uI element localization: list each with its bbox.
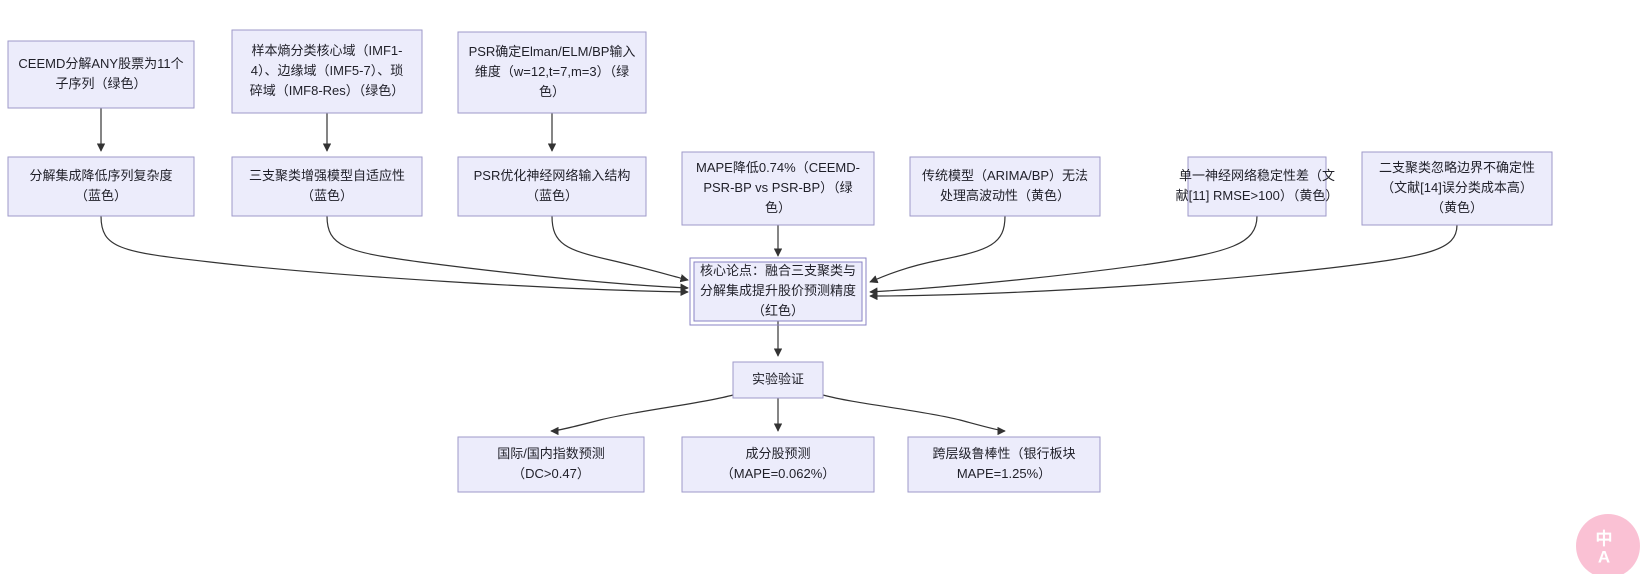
three-way-clustering-adaptive-node-box[interactable] (231, 156, 423, 217)
sample-entropy-node-line: 样本熵分类核心域（IMF1- (252, 43, 403, 58)
core-thesis-node-box[interactable] (693, 261, 863, 322)
watermark: 中 A (1576, 514, 1640, 574)
mape-reduction-node-line: MAPE降低0.74%（CEEMD- (696, 160, 860, 175)
mape-reduction-node-line: 色） (765, 200, 791, 215)
psr-input-dimension-node-line: 色） (539, 84, 565, 99)
edge-adaptive-to-core (326, 215, 689, 292)
watermark-sublabel: A (1598, 547, 1610, 566)
experiment-validation-node-box[interactable] (732, 361, 824, 399)
cross-level-robustness-node-box[interactable] (907, 436, 1101, 493)
two-way-clustering-boundary-node-box[interactable] (1361, 151, 1553, 226)
psr-input-dimension-node-box[interactable] (457, 31, 647, 114)
edge-experiment-to-crosslevel (822, 394, 1006, 436)
core-thesis-node-line: 核心论点：融合三支聚类与 (700, 263, 856, 278)
sample-entropy-node-line: 4）、边缘域（IMF5-7）、琐 (251, 63, 403, 78)
index-forecast-node-box[interactable] (457, 436, 645, 493)
single-network-stability-node-box[interactable] (1187, 156, 1327, 217)
edge-complexity-to-core (100, 215, 689, 297)
watermark-label: 中 (1596, 528, 1613, 548)
three-way-clustering-adaptive-node[interactable]: 三支聚类增强模型自适应性 （蓝色） (231, 156, 423, 217)
edge-experiment-to-index (550, 394, 734, 436)
edge-single-to-core (869, 215, 1258, 296)
ceemd-decompose-node-box[interactable] (7, 40, 195, 109)
mape-reduction-node-line: PSR-BP vs PSR-BP）（绿 (703, 180, 852, 195)
psr-optimize-network-node[interactable]: PSR优化神经网络输入结构 （蓝色） (457, 156, 647, 217)
ceemd-decompose-node-line: 子序列（绿色） (55, 76, 146, 91)
edge-psropt-to-core (551, 215, 689, 283)
sample-entropy-node[interactable]: 样本熵分类核心域（IMF1- 4）、边缘域（IMF5-7）、琐碎域（IMF8-Re… (231, 29, 423, 114)
component-stock-forecast-node-line: （MAPE=0.062%） (721, 466, 836, 481)
index-forecast-node-line: 国际/国内指数预测 (497, 446, 605, 461)
cross-level-robustness-node[interactable]: 跨层级鲁棒性（银行板块 MAPE=1.25%） (907, 436, 1101, 493)
traditional-model-limit-node-line: 传统模型（ARIMA/BP）无法 (922, 168, 1088, 183)
watermark-circle (1576, 514, 1640, 574)
three-way-clustering-adaptive-node-line: （蓝色） (301, 188, 353, 203)
core-thesis-node-line: 分解集成提升股价预测精度 (700, 283, 856, 298)
cross-level-robustness-node-line: MAPE=1.25%） (957, 466, 1051, 481)
psr-optimize-network-node-box[interactable] (457, 156, 647, 217)
psr-input-dimension-node-line: PSR确定Elman/ELM/BP输入 (469, 44, 636, 59)
experiment-validation-node-line: 实验验证 (752, 371, 804, 386)
decomposition-complexity-node-line: 分解集成降低序列复杂度 (29, 168, 172, 183)
component-stock-forecast-node-box[interactable] (681, 436, 875, 493)
two-way-clustering-boundary-node-line: （黄色） (1431, 200, 1483, 215)
decomposition-complexity-node[interactable]: 分解集成降低序列复杂度 （蓝色） (7, 156, 195, 217)
decomposition-complexity-node-line: （蓝色） (75, 188, 127, 203)
psr-optimize-network-node-line: PSR优化神经网络输入结构 (474, 168, 631, 183)
sample-entropy-node-box[interactable] (231, 29, 423, 114)
edges-layer (96, 108, 1458, 436)
mape-reduction-node-box[interactable] (681, 151, 875, 226)
experiment-validation-node[interactable]: 实验验证 (732, 361, 824, 399)
ceemd-decompose-node-line: CEEMD分解ANY股票为11个 (18, 56, 183, 71)
two-way-clustering-boundary-node[interactable]: 二支聚类忽略边界不确定性 （文献[14]误分类成本高） （黄色） (1361, 151, 1553, 226)
index-forecast-node-line: （DC>0.47） (512, 466, 590, 481)
single-network-stability-node[interactable]: 单一神经网络稳定性差（文献[11] RMSE>100）（黄色） (1176, 156, 1339, 217)
mape-reduction-node[interactable]: MAPE降低0.74%（CEEMD- PSR-BP vs PSR-BP）（绿色） (681, 151, 875, 226)
single-network-stability-node-line: 献[11] RMSE>100）（黄色） (1176, 188, 1339, 203)
traditional-model-limit-node-box[interactable] (909, 156, 1101, 217)
psr-optimize-network-node-line: （蓝色） (526, 188, 578, 203)
psr-input-dimension-node-line: 维度（w=12,t=7,m=3）（绿 (475, 64, 629, 79)
edge-traditional-to-core (869, 215, 1006, 284)
two-way-clustering-boundary-node-line: （文献[14]误分类成本高） (1381, 180, 1533, 195)
core-thesis-node-line: （红色） (752, 303, 804, 318)
three-way-clustering-adaptive-node-line: 三支聚类增强模型自适应性 (249, 168, 405, 183)
decomposition-complexity-node-box[interactable] (7, 156, 195, 217)
single-network-stability-node-line: 单一神经网络稳定性差（文 (1179, 168, 1335, 183)
two-way-clustering-boundary-node-line: 二支聚类忽略边界不确定性 (1379, 160, 1535, 175)
cross-level-robustness-node-line: 跨层级鲁棒性（银行板块 (932, 446, 1075, 461)
component-stock-forecast-node-line: 成分股预测 (745, 446, 810, 461)
index-forecast-node[interactable]: 国际/国内指数预测 （DC>0.47） (457, 436, 645, 493)
traditional-model-limit-node-line: 处理高波动性（黄色） (940, 188, 1070, 203)
edge-twoway-to-core (869, 224, 1458, 301)
component-stock-forecast-node[interactable]: 成分股预测 （MAPE=0.062%） (681, 436, 875, 493)
sample-entropy-node-line: 碎域（IMF8-Res）（绿色） (250, 83, 405, 98)
core-thesis-node-emphasis-outline (689, 257, 867, 326)
